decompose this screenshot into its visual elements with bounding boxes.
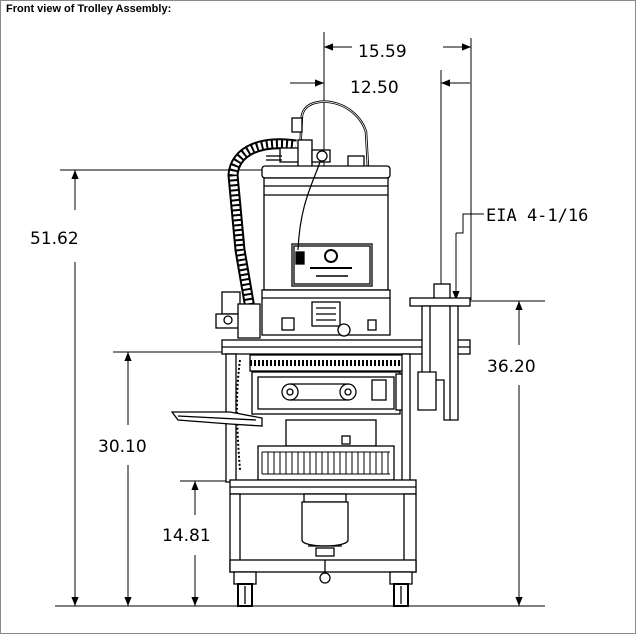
top-valves: [266, 117, 365, 169]
flange-outlet: [409, 283, 471, 421]
trolley-machine: [170, 100, 471, 607]
dim-flange-height: 36.20: [487, 357, 536, 377]
flex-hose: [227, 138, 297, 321]
dim-deck-height: 30.10: [98, 437, 147, 457]
dim-total-height: 51.62: [30, 229, 79, 249]
basket-bars: [262, 451, 390, 475]
logo-badge-icon: [324, 249, 338, 263]
mid-block: [261, 289, 391, 337]
dim-base-height: 14.81: [162, 526, 211, 546]
dim-top-inner: 12.50: [350, 78, 399, 98]
dim-flange: EIA 4-1/16: [486, 206, 588, 226]
trolley-frame: [229, 479, 417, 584]
drive-gearbox: [251, 371, 409, 415]
gear-ring: [249, 354, 406, 372]
diagram-caption: Front view of Trolley Assembly:: [6, 3, 172, 15]
lower-basket: [257, 419, 395, 481]
main-vessel: [261, 161, 391, 291]
caster-wheel-icon: [233, 571, 413, 607]
left-valve-block: [215, 291, 261, 339]
dim-top-outer: 15.59: [358, 42, 407, 62]
